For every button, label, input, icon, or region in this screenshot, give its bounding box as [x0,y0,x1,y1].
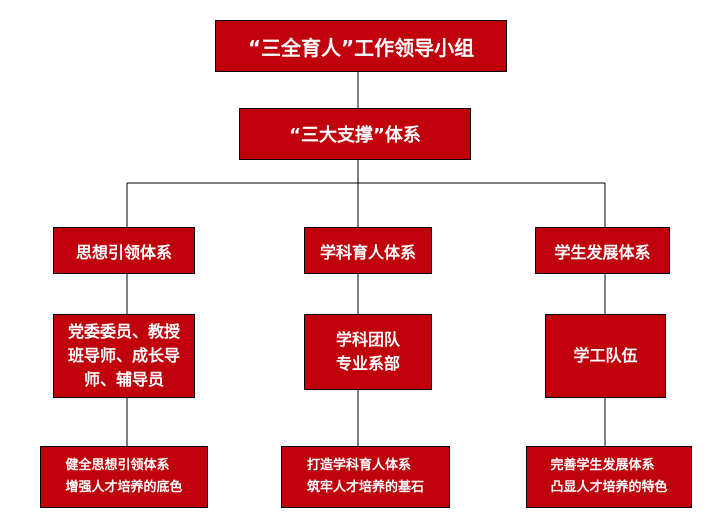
category-student-box: 学生发展体系 [535,227,670,274]
category-discipline-box: 学科育人体系 [304,227,432,274]
group-ideological-box: 党委委员、教授 班导师、成长导 师、辅导员 [53,314,195,398]
goal-discipline-box: 打造学科育人体系 筑牢人才培养的基石 [281,446,450,508]
group-student-box: 学工队伍 [545,314,666,398]
category-ideological-box: 思想引领体系 [53,227,195,274]
goal-ideological-box: 健全思想引领体系 增强人才培养的底色 [40,446,208,508]
support-system-box: “三大支撑”体系 [239,108,471,160]
group-discipline-box: 学科团队 专业系部 [304,314,432,390]
leadership-group-box: “三全育人”工作领导小组 [215,20,507,72]
goal-student-box: 完善学生发展体系 凸显人才培养的特色 [526,446,692,508]
